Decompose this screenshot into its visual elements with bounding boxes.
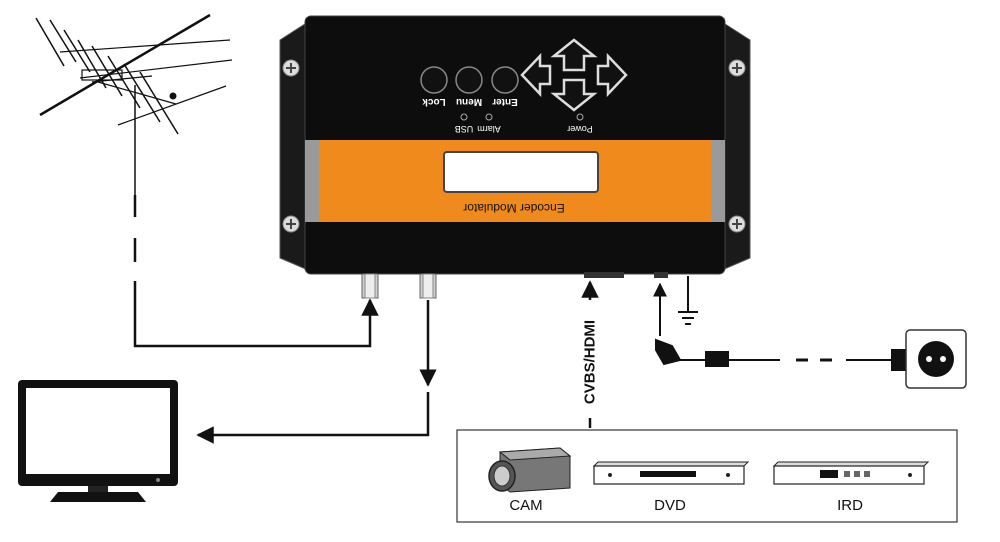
arrow-left-icon[interactable]: [520, 52, 552, 98]
source-label-ird: IRD: [837, 497, 863, 514]
enter-button[interactable]: [491, 66, 519, 94]
source-label-dvd: DVD: [654, 497, 686, 514]
source-label-cam: CAM: [509, 497, 542, 514]
power-led: [576, 113, 584, 121]
antenna-icon: [35, 13, 233, 195]
arrow-up-icon[interactable]: [550, 38, 598, 72]
connection-label: CVBS/HDMI: [582, 320, 599, 404]
rf-connector: [361, 273, 437, 299]
encoder-modulator-device: [279, 15, 751, 299]
power-port: [654, 272, 668, 278]
ird-receiver-icon: [772, 461, 930, 485]
wall-socket-icon: [905, 329, 967, 389]
usb-led: [460, 113, 468, 121]
tv-monitor-icon: [18, 380, 178, 502]
button-label-menu: Menu: [456, 96, 482, 107]
button-label-lock: Lock: [422, 96, 446, 107]
indicator-label-usb: USB: [455, 124, 474, 134]
lock-button[interactable]: [420, 66, 448, 94]
dvd-player-icon: [592, 461, 750, 485]
ground-icon: [678, 276, 698, 325]
av-port: [584, 272, 624, 278]
button-label-enter: Enter: [492, 96, 518, 107]
power-cable: [653, 282, 907, 371]
alarm-led: [485, 113, 493, 121]
indicator-label-power: Power: [567, 124, 593, 134]
arrow-right-icon[interactable]: [596, 52, 628, 98]
lcd-display: [443, 151, 599, 193]
rf-output-cable: [196, 300, 437, 444]
arrow-down-icon[interactable]: [550, 78, 598, 112]
menu-button[interactable]: [455, 66, 483, 94]
indicator-label-alarm: Alarm: [477, 124, 501, 134]
camera-icon: [488, 447, 572, 493]
antenna-cable: [133, 195, 379, 348]
direction-pad[interactable]: [520, 38, 628, 112]
device-title: Encoder Modulator: [463, 201, 564, 215]
